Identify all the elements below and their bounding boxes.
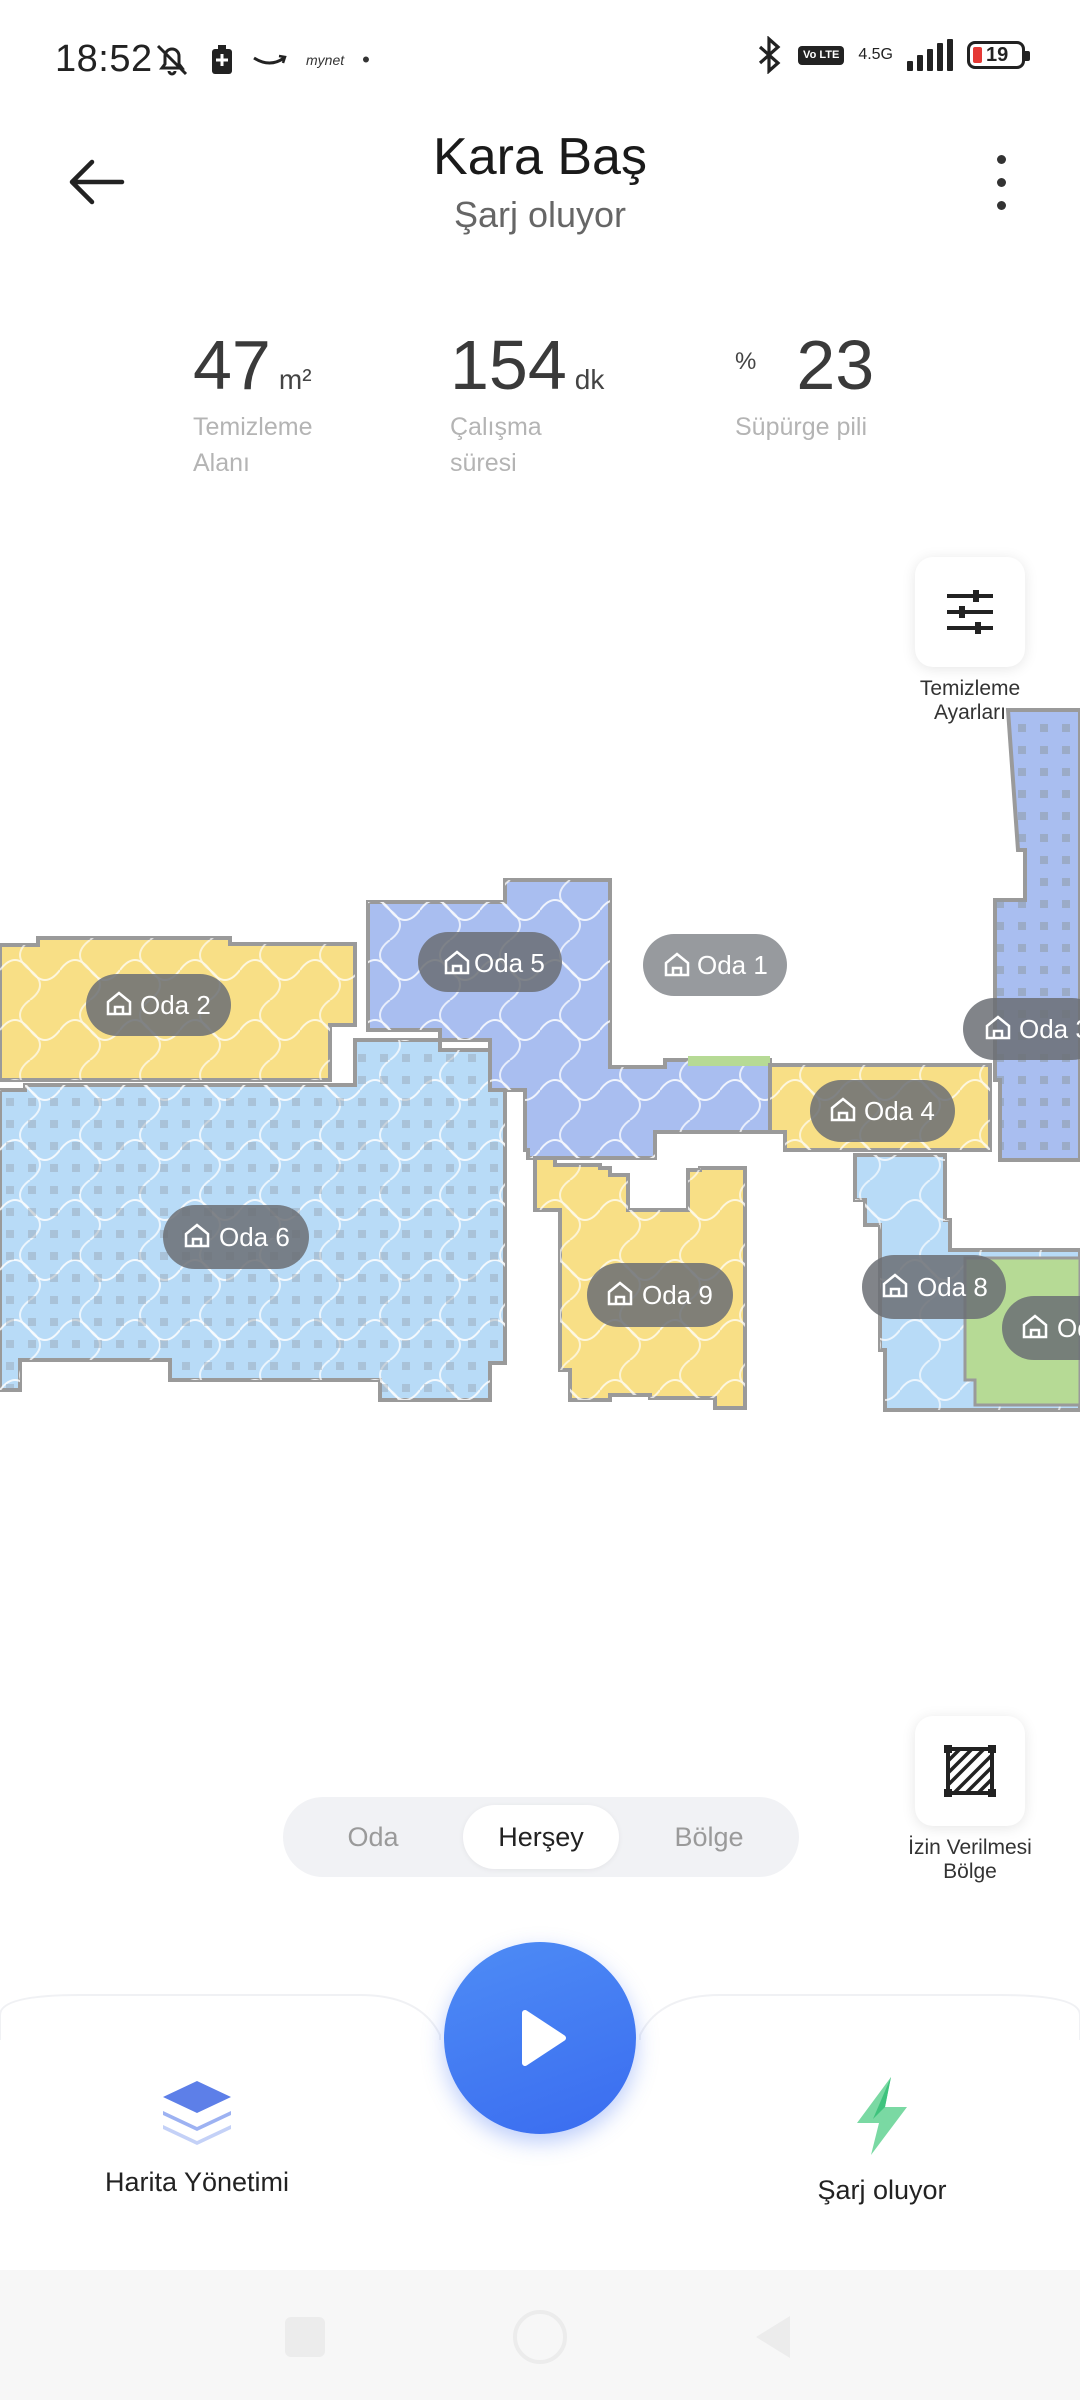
arrow-left-icon xyxy=(69,159,125,205)
battery-icon: 19 xyxy=(967,41,1030,69)
back-button[interactable] xyxy=(60,150,140,215)
more-options-button[interactable] xyxy=(980,155,1022,210)
mute-bell-icon xyxy=(156,44,188,76)
cleaning-settings-button[interactable] xyxy=(915,557,1025,667)
room-label-text: Oda 1 xyxy=(697,950,768,980)
tab-hersey[interactable]: Herşey xyxy=(463,1805,619,1869)
mode-switch: Oda Herşey Bölge xyxy=(283,1797,799,1877)
amazon-icon xyxy=(253,54,287,65)
sliders-icon xyxy=(947,590,993,634)
room-label-text: Oda 9 xyxy=(642,1280,713,1310)
system-nav-bar xyxy=(0,2270,1080,2400)
room-label-text: Oda 7 xyxy=(1057,1313,1080,1343)
battery-saver-icon xyxy=(212,45,232,74)
no-go-zone-button[interactable] xyxy=(915,1716,1025,1826)
home-button[interactable] xyxy=(513,2310,567,2364)
charging-button[interactable]: Şarj oluyor xyxy=(782,2075,982,2206)
tab-bolge[interactable]: Bölge xyxy=(674,1822,744,1852)
room-label-oda-5[interactable]: Oda 5 xyxy=(418,932,562,992)
room-label-oda-4[interactable]: Oda 4 xyxy=(810,1080,955,1142)
layers-icon xyxy=(163,2081,231,2145)
status-left-icons: mynet • xyxy=(152,40,370,80)
room-label-text: Oda 5 xyxy=(474,948,545,978)
more-dot xyxy=(996,178,1006,187)
signal-icon xyxy=(907,39,953,71)
room-label-oda-3[interactable]: Oda 3 xyxy=(963,998,1080,1060)
start-cleaning-button[interactable] xyxy=(444,1942,636,2134)
room-label-text: Oda 4 xyxy=(864,1096,935,1126)
room-label-text: Oda 6 xyxy=(219,1222,290,1252)
stat-unit: dk xyxy=(574,364,605,395)
stat-battery: % 23 Süpürge pili xyxy=(735,325,874,445)
room-label-oda-2[interactable]: Oda 2 xyxy=(86,974,231,1036)
network-type: 4.5G xyxy=(858,46,893,63)
status-right-icons: Vo LTE 4.5G 19 xyxy=(754,36,1030,74)
back-nav-button[interactable] xyxy=(750,2312,794,2362)
volte-badge: Vo LTE xyxy=(798,45,845,65)
room-oda-3[interactable] xyxy=(993,708,1080,1162)
cleaning-map[interactable]: Oda 5 Oda 1 Oda 2 Oda 3 Oda 4 Oda 6 Oda … xyxy=(0,520,1080,1480)
dot-icon: • xyxy=(362,47,370,72)
stat-label: Süpürge pili xyxy=(735,413,868,441)
room-label-oda-1[interactable]: Oda 1 xyxy=(643,934,787,996)
stat-value: 47 xyxy=(193,326,271,404)
status-time: 18:52 xyxy=(55,38,153,80)
recents-button[interactable] xyxy=(285,2317,325,2357)
battery-fill xyxy=(973,47,982,63)
stat-value: 154 xyxy=(450,326,567,404)
map-management-label: Harita Yönetimi xyxy=(104,2167,290,2197)
room-strip xyxy=(688,1056,770,1066)
room-label-oda-8[interactable]: Oda 8 xyxy=(862,1255,1006,1319)
bluetooth-icon xyxy=(758,36,781,74)
stat-unit: % xyxy=(735,348,757,375)
play-icon xyxy=(522,2010,566,2066)
lightning-icon xyxy=(857,2077,907,2155)
stat-unit: m² xyxy=(278,364,312,395)
room-label-text: Oda 3 xyxy=(1019,1014,1080,1044)
room-label-oda-7[interactable]: Oda 7 xyxy=(1002,1296,1080,1360)
room-label-text: Oda 8 xyxy=(917,1272,988,1302)
tab-oda[interactable]: Oda xyxy=(347,1822,399,1852)
map-management-button[interactable]: Harita Yönetimi xyxy=(97,2077,297,2198)
no-go-zone-icon xyxy=(944,1745,996,1797)
room-label-text: Oda 2 xyxy=(140,990,211,1020)
more-dot xyxy=(996,201,1006,210)
device-status: Şarj oluyor xyxy=(453,194,627,235)
battery-level: 19 xyxy=(986,43,1009,66)
mynet-logo: mynet xyxy=(306,52,345,68)
room-label-oda-9[interactable]: Oda 9 xyxy=(587,1263,733,1327)
page-title: Kara Baş xyxy=(433,128,647,186)
status-bar: 18:52 mynet • Vo LTE 4.5G 19 xyxy=(0,0,1080,120)
more-dot xyxy=(996,155,1006,164)
room-label-oda-6[interactable]: Oda 6 xyxy=(163,1205,309,1269)
stat-value: 23 xyxy=(796,326,875,404)
charging-label: Şarj oluyor xyxy=(817,2175,947,2205)
